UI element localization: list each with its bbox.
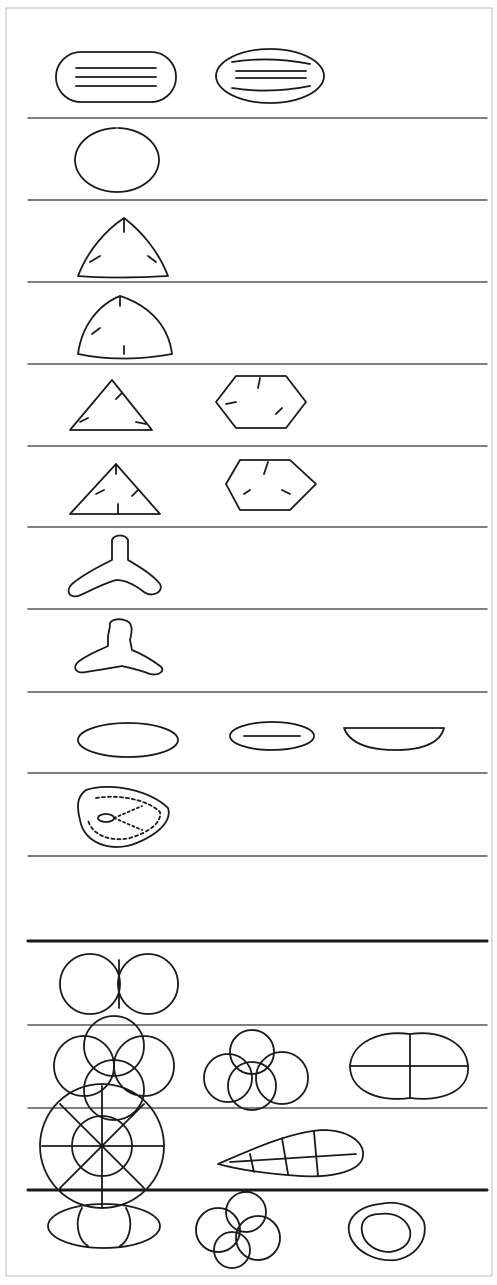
ellipse-plain-shape: [78, 723, 178, 757]
hexagon-three-pores-shape: [226, 460, 316, 510]
dyad-shape: [60, 954, 178, 1014]
polyad-round-shape: [40, 1084, 164, 1208]
circle-single-pore-shape: [75, 128, 159, 192]
ovoid-reticulate-shape: [78, 787, 169, 847]
tetrad-cross-shape: [54, 1016, 174, 1120]
frame-border: [6, 8, 492, 1276]
row-dividers: [28, 118, 487, 1108]
three-lobed-saccate-shape: [69, 536, 161, 597]
tetrad-tetrahedral-shape: [204, 1030, 308, 1110]
tetrad-square-shape: [350, 1033, 468, 1099]
triangle-three-pores-shape: [70, 464, 160, 514]
tetrad-loose-shape: [196, 1192, 280, 1268]
polyad-elongate-shape: [218, 1130, 363, 1176]
ellipse-three-furrows-shape: [56, 52, 176, 102]
cingulate-shape: [349, 1203, 425, 1260]
triangle-three-furrows-shape: [70, 380, 152, 430]
rounded-triangle-three-furrows-shape: [78, 218, 168, 278]
ellipse-multi-furrows-shape: [216, 49, 324, 103]
hexagon-six-furrows-shape: [216, 376, 306, 428]
rounded-triangle-three-pores-shape: [78, 296, 172, 359]
ellipse-single-furrow-shape: [230, 722, 314, 750]
monad-two-lobed-shape: [48, 1204, 160, 1248]
half-ellipse-shape: [344, 728, 444, 750]
three-lobed-saccate-knobbed-shape: [75, 619, 162, 674]
